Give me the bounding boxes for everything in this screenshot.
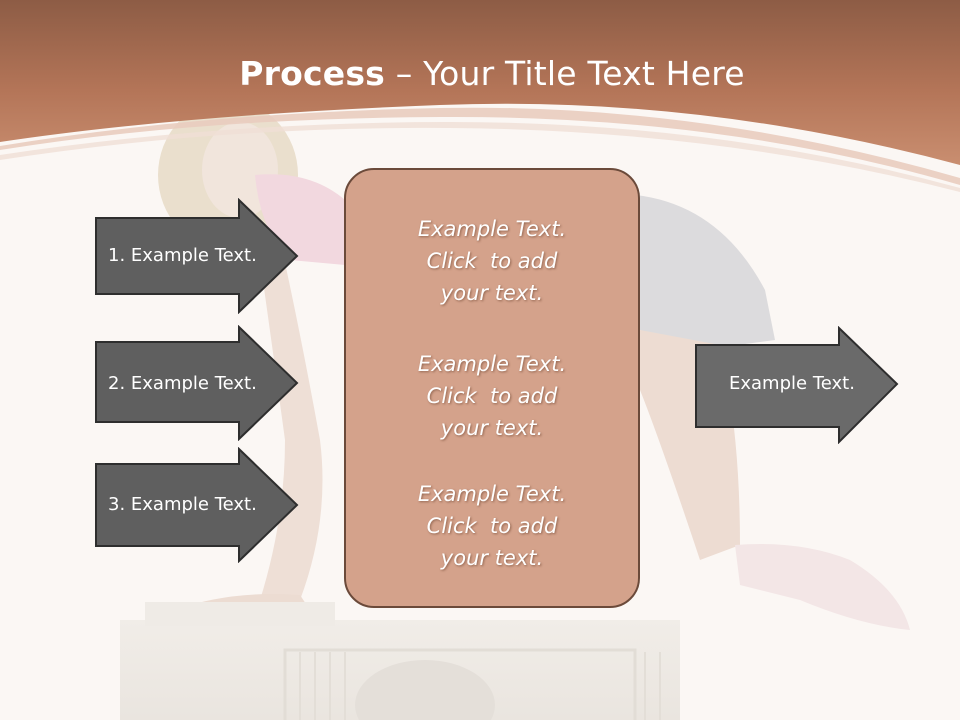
right-arrow — [695, 326, 899, 444]
center-text-box[interactable] — [344, 168, 640, 608]
header-band — [0, 0, 960, 192]
title-bold-text: Process — [239, 54, 386, 93]
left-arrow-2-label: 2. Example Text. — [108, 373, 257, 394]
center-paragraph-2: Example Text. Click to add your text. — [344, 348, 640, 444]
left-arrow-3-label: 3. Example Text. — [108, 494, 257, 515]
center-paragraph-3-line-2: Click to add — [426, 514, 558, 538]
center-paragraph-1-line-1: Example Text. — [417, 217, 567, 241]
left-arrow-1 — [95, 198, 299, 314]
arrow-right-shape — [695, 326, 899, 444]
title-rest-text: – Your Title Text Here — [395, 54, 745, 93]
center-paragraph-2-line-1: Example Text. — [417, 352, 567, 376]
left-arrow-2 — [95, 325, 299, 441]
slide-title: Process – Your Title Text Here — [0, 52, 960, 96]
center-paragraph-3-line-3: your text. — [440, 546, 544, 570]
left-arrow-3 — [95, 447, 299, 563]
center-paragraph-2-line-2: Click to add — [426, 384, 558, 408]
left-arrow-1-label: 1. Example Text. — [108, 245, 257, 266]
right-arrow-label: Example Text. — [729, 373, 855, 394]
center-paragraph-1-line-3: your text. — [440, 281, 544, 305]
center-paragraph-3: Example Text. Click to add your text. — [344, 478, 640, 574]
arrow-right-shape — [95, 325, 299, 441]
arrow-right-shape — [95, 198, 299, 314]
center-paragraph-1: Example Text. Click to add your text. — [344, 213, 640, 309]
center-paragraph-3-line-1: Example Text. — [417, 482, 567, 506]
center-paragraph-1-line-2: Click to add — [426, 249, 558, 273]
arrow-right-shape — [95, 447, 299, 563]
center-paragraph-2-line-3: your text. — [440, 416, 544, 440]
